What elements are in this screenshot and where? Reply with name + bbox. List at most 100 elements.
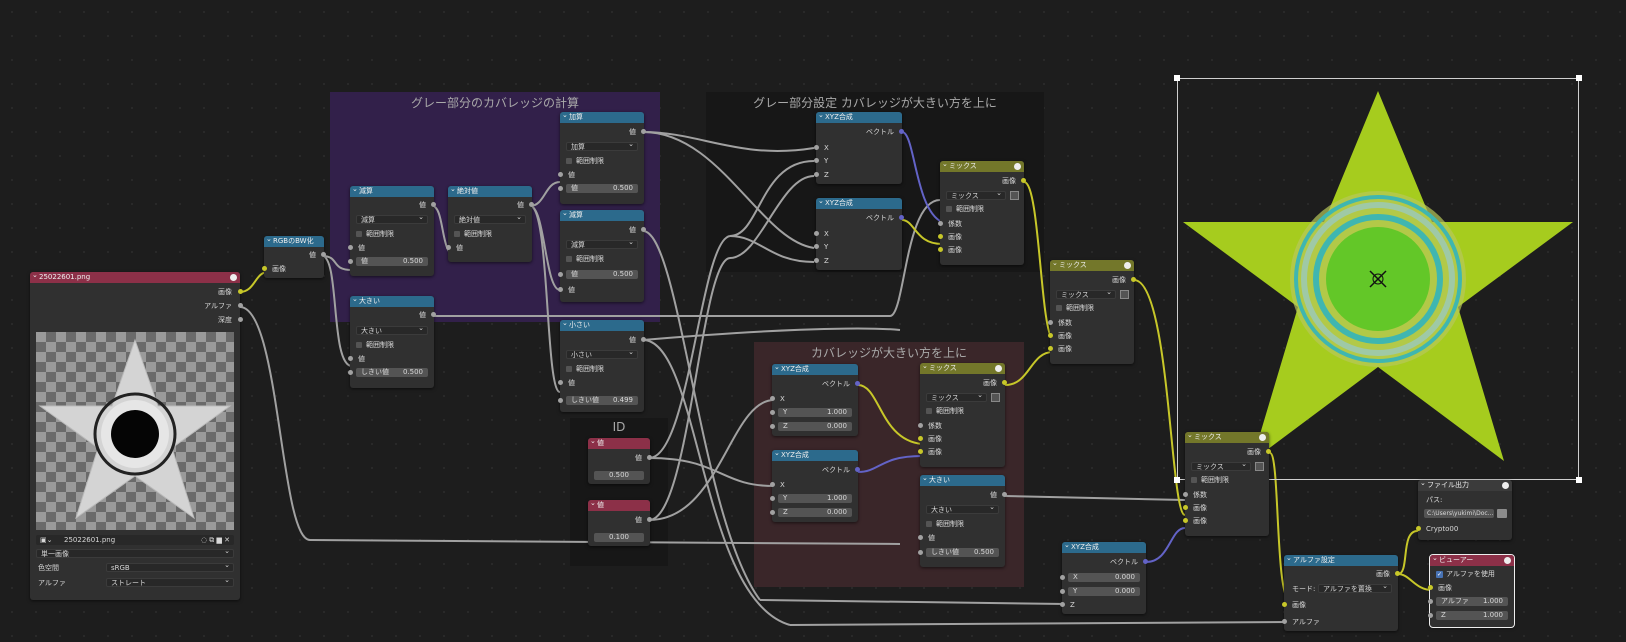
node-header[interactable]: 大きい xyxy=(920,475,1005,486)
node-preview-icon[interactable] xyxy=(995,365,1002,372)
math-add-node[interactable]: 加算 値 加算 範囲制限 値 値0.500 xyxy=(558,112,646,204)
socket-vector-out[interactable] xyxy=(1143,559,1148,564)
socket-value-in[interactable] xyxy=(348,245,353,250)
math-subtract-node-2[interactable]: 減算 値 減算 範囲制限 値0.500 値 xyxy=(558,210,646,302)
node-header[interactable]: XYZ合成 xyxy=(816,112,902,123)
socket-image-out[interactable] xyxy=(1395,571,1400,576)
socket-image-in[interactable] xyxy=(1428,585,1433,590)
socket-factor-in[interactable] xyxy=(1048,320,1053,325)
backdrop-handle-tl[interactable] xyxy=(1174,75,1180,81)
mix-node-2[interactable]: ミックス 画像 ミックス 範囲制限 係数 画像 画像 xyxy=(1048,260,1136,364)
socket-y-in[interactable] xyxy=(770,410,775,415)
node-header[interactable]: 小さい xyxy=(560,320,644,331)
mix-node-3[interactable]: ミックス 画像 ミックス 範囲制限 係数 画像 画像 xyxy=(918,363,1007,467)
socket-threshold-in[interactable] xyxy=(558,398,563,403)
blend-mode-select[interactable]: ミックス xyxy=(926,391,987,402)
blend-mode-select[interactable]: ミックス xyxy=(1056,288,1116,299)
socket-x-in[interactable] xyxy=(814,145,819,150)
socket-x-in[interactable] xyxy=(1060,575,1065,580)
backdrop-preview[interactable] xyxy=(1174,75,1582,483)
socket-image-in[interactable] xyxy=(1282,602,1287,607)
socket-image1-in[interactable] xyxy=(918,436,923,441)
node-header[interactable]: ミックス xyxy=(1185,432,1269,443)
use-alpha-icon[interactable] xyxy=(1255,462,1264,471)
clamp-checkbox[interactable]: 範囲制限 xyxy=(1056,303,1094,313)
node-preview-icon[interactable] xyxy=(1124,262,1131,269)
socket-value2-in[interactable] xyxy=(558,186,563,191)
node-preview-icon[interactable] xyxy=(230,274,237,281)
node-header[interactable]: 大きい xyxy=(350,296,434,307)
operation-select[interactable]: 減算 xyxy=(356,213,428,224)
node-header[interactable]: 値 xyxy=(588,438,650,449)
node-header[interactable]: 加算 xyxy=(560,112,644,123)
clamp-checkbox[interactable]: 範囲制限 xyxy=(926,519,964,529)
socket-slot-in[interactable] xyxy=(1416,526,1421,531)
socket-value-out[interactable] xyxy=(529,202,534,207)
use-alpha-icon[interactable] xyxy=(1010,191,1019,200)
socket-x-in[interactable] xyxy=(770,396,775,401)
image-file-field[interactable]: ▣⌄ 25022601.png ◌ ⧉ ▆ ✕ xyxy=(36,535,234,545)
socket-factor-in[interactable] xyxy=(918,423,923,428)
socket-image2-in[interactable] xyxy=(1048,346,1053,351)
operation-select[interactable]: 絶対値 xyxy=(454,213,526,224)
socket-image2-in[interactable] xyxy=(938,247,943,252)
socket-image-out[interactable] xyxy=(238,289,243,294)
node-preview-icon[interactable] xyxy=(1014,163,1021,170)
alpha-mode-select[interactable]: ストレート xyxy=(106,576,234,587)
operation-select[interactable]: 減算 xyxy=(566,238,638,249)
socket-value-out[interactable] xyxy=(641,337,646,342)
node-header[interactable]: ミックス xyxy=(940,161,1024,172)
socket-value2-in[interactable] xyxy=(348,259,353,264)
socket-value-out[interactable] xyxy=(641,129,646,134)
socket-image2-in[interactable] xyxy=(1183,518,1188,523)
blend-mode-select[interactable]: ミックス xyxy=(946,189,1006,200)
socket-image-out[interactable] xyxy=(1131,277,1136,282)
rgb-to-bw-node[interactable]: RGBのBW化 値 画像 xyxy=(262,236,326,278)
socket-z-in[interactable] xyxy=(1428,613,1433,618)
socket-vector-out[interactable] xyxy=(899,129,904,134)
clamp-checkbox[interactable]: 範囲制限 xyxy=(566,156,604,166)
socket-factor-in[interactable] xyxy=(938,221,943,226)
value-node-2[interactable]: 値 値 0.100 xyxy=(588,500,652,546)
socket-y-in[interactable] xyxy=(770,496,775,501)
math-absolute-node[interactable]: 絶対値 値 絶対値 範囲制限 値 xyxy=(446,186,534,262)
socket-alpha-out[interactable] xyxy=(238,303,243,308)
clamp-checkbox[interactable]: 範囲制限 xyxy=(356,340,394,350)
node-header[interactable]: アルファ設定 xyxy=(1284,555,1398,566)
backdrop-handle-br[interactable] xyxy=(1576,477,1582,483)
value-field[interactable]: 0.100 xyxy=(594,533,644,542)
node-header[interactable]: RGBのBW化 xyxy=(264,236,324,247)
node-header[interactable]: ミックス xyxy=(920,363,1005,374)
path-field[interactable]: C:\Users\yukimi\Doc... xyxy=(1424,509,1494,518)
socket-y-in[interactable] xyxy=(1060,589,1065,594)
socket-z-in[interactable] xyxy=(770,424,775,429)
use-alpha-checkbox[interactable]: ✓ アルファを使用 xyxy=(1436,569,1495,579)
clamp-checkbox[interactable]: 範囲制限 xyxy=(1191,475,1229,485)
math-subtract-node[interactable]: 減算 値 減算 範囲制限 値 値0.500 xyxy=(348,186,436,276)
node-header[interactable]: 減算 xyxy=(560,210,644,221)
node-header[interactable]: XYZ合成 xyxy=(772,450,858,461)
socket-image-out[interactable] xyxy=(1266,449,1271,454)
socket-depth-out[interactable] xyxy=(238,317,243,322)
socket-image1-in[interactable] xyxy=(1048,333,1053,338)
node-header[interactable]: XYZ合成 xyxy=(772,364,858,375)
node-header[interactable]: 25022601.png xyxy=(30,272,240,283)
clamp-checkbox[interactable]: 範囲制限 xyxy=(926,406,964,416)
socket-value-in[interactable] xyxy=(446,245,451,250)
mode-select[interactable]: アルファを置換 xyxy=(1318,582,1392,593)
clamp-checkbox[interactable]: 範囲制限 xyxy=(566,254,604,264)
combine-xyz-node-1[interactable]: XYZ合成 ベクトル X Y Z xyxy=(814,112,904,184)
